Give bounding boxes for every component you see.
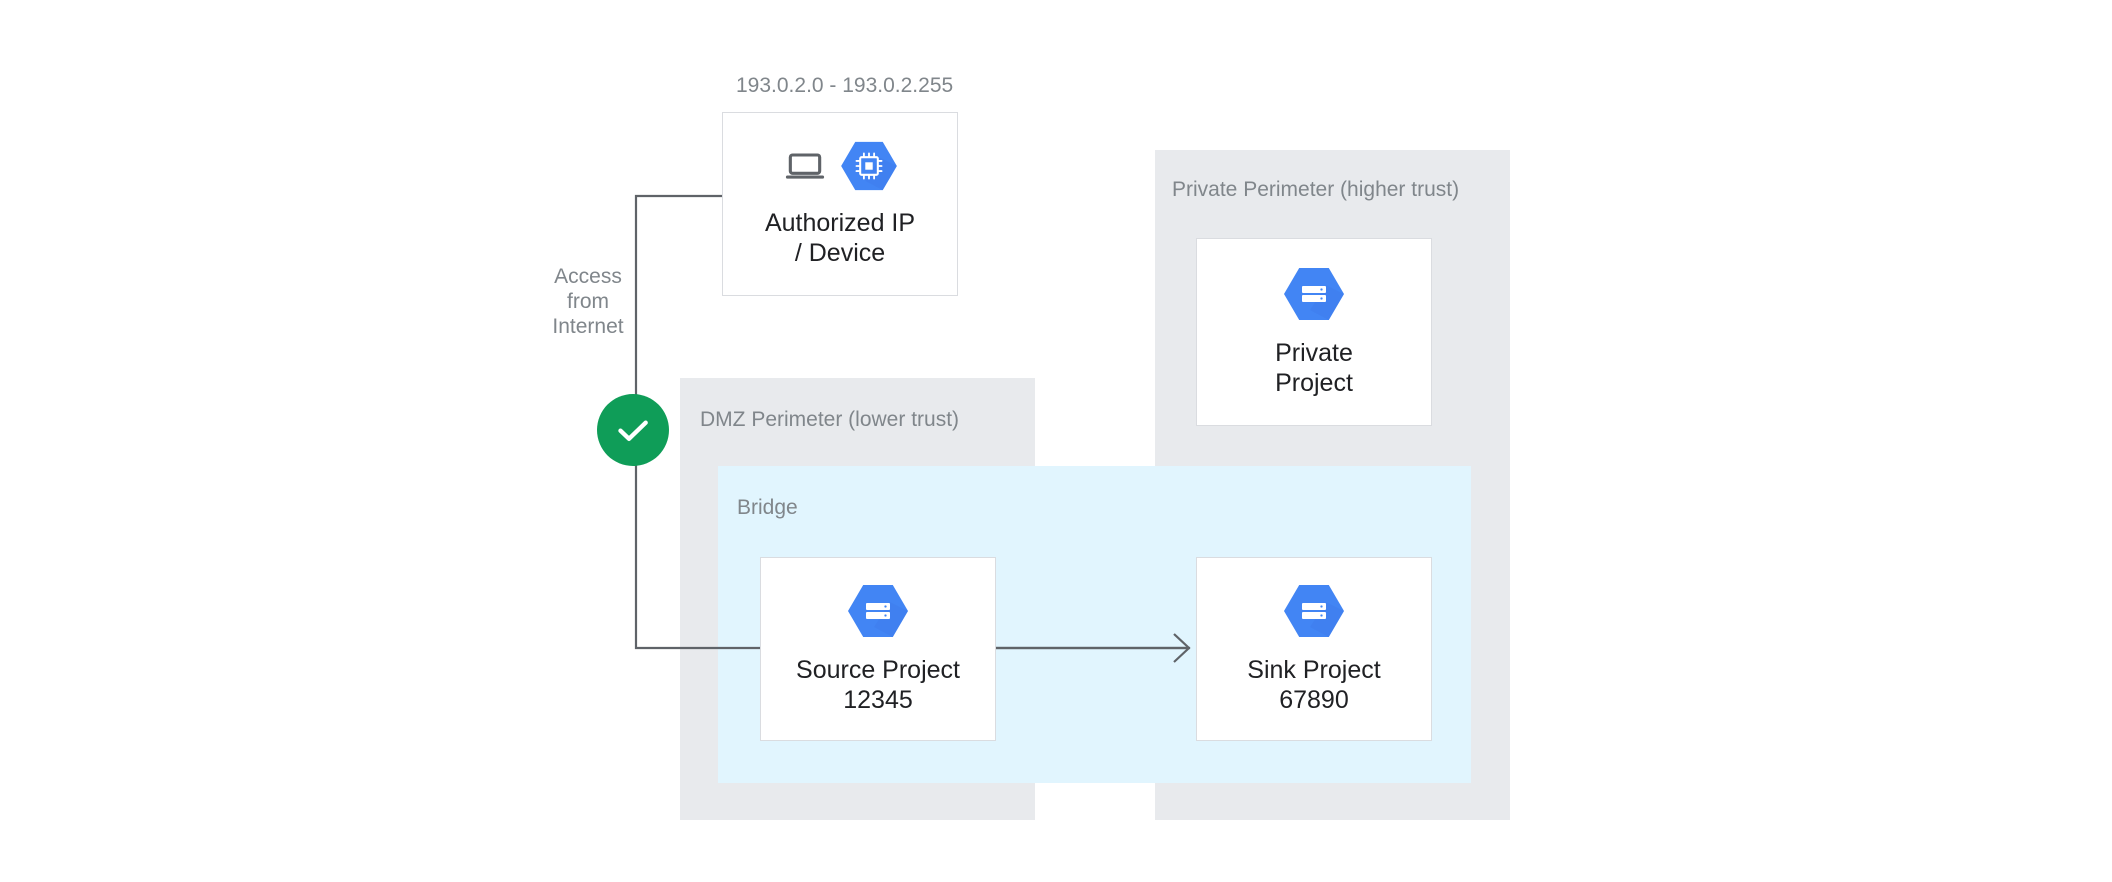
ip-range-label: 193.0.2.0 - 193.0.2.255: [736, 74, 954, 97]
node-private-project-icons: [1284, 266, 1344, 322]
node-authorized-device-label: Authorized IP / Device: [764, 209, 916, 267]
access-from-internet-label: Access from Internet: [552, 265, 624, 338]
node-sink-project-icons: [1284, 583, 1344, 639]
node-source-project-label: Source Project 12345: [796, 656, 960, 714]
status-badge-access-allowed: [597, 394, 669, 466]
project-hexagon-icon: [1284, 585, 1344, 637]
bridge-label: Bridge: [737, 496, 798, 519]
node-sink-project[interactable]: Sink Project 67890: [1196, 557, 1432, 741]
node-private-project-label: Private Project: [1275, 339, 1353, 397]
node-sink-project-label: Sink Project 67890: [1247, 656, 1381, 714]
project-hexagon-icon: [1284, 268, 1344, 320]
node-source-project[interactable]: Source Project 12345: [760, 557, 996, 741]
node-authorized-device[interactable]: Authorized IP / Device: [722, 112, 958, 296]
laptop-icon: [785, 153, 825, 179]
node-private-project[interactable]: Private Project: [1196, 238, 1432, 426]
check-icon: [618, 420, 648, 441]
project-hexagon-icon: [848, 585, 908, 637]
node-source-project-icons: [848, 583, 908, 639]
perimeter-private-label: Private Perimeter (higher trust): [1172, 178, 1460, 201]
node-authorized-device-icons: [783, 140, 897, 192]
compute-engine-hexagon-icon: [841, 141, 897, 191]
perimeter-dmz-label: DMZ Perimeter (lower trust): [700, 408, 960, 431]
